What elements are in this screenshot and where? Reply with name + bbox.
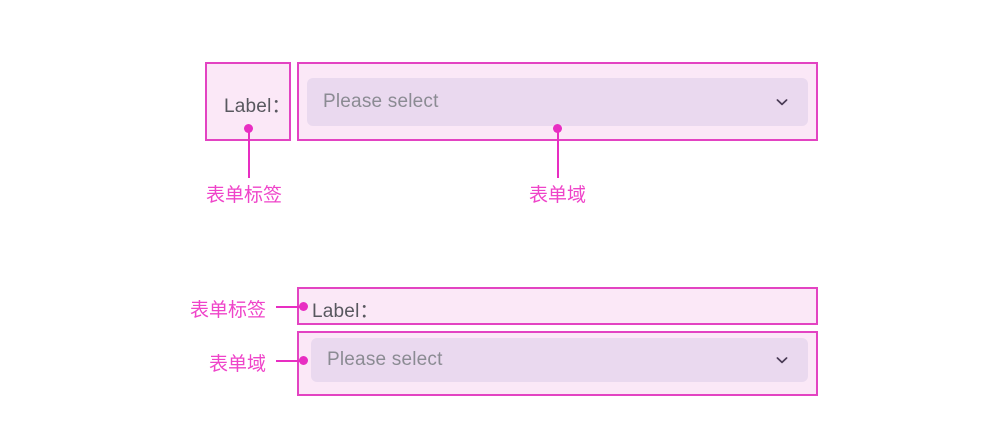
inline-field-callout-text: 表单域 bbox=[529, 184, 587, 206]
inline-label-callout-leader-line bbox=[248, 130, 250, 178]
stacked-form-select[interactable]: Please select bbox=[311, 338, 808, 382]
inline-field-callout-anchor-dot bbox=[553, 124, 562, 133]
inline-label-callout-anchor-dot bbox=[244, 124, 253, 133]
stacked-label-callout-text: 表单标签 bbox=[190, 299, 267, 321]
stacked-field-callout-text: 表单域 bbox=[209, 353, 267, 375]
stacked-form-label-text: Label： bbox=[312, 301, 379, 322]
stacked-form-select-placeholder: Please select bbox=[327, 349, 443, 370]
stacked-form-label-region bbox=[297, 287, 818, 325]
inline-form-select-placeholder: Please select bbox=[323, 91, 439, 112]
inline-field-callout-leader-line bbox=[557, 130, 559, 178]
stacked-field-callout-leader-line bbox=[276, 360, 304, 362]
inline-form-label-text: Label： bbox=[224, 96, 291, 117]
chevron-down-icon bbox=[774, 94, 790, 110]
inline-label-callout-text: 表单标签 bbox=[206, 184, 283, 206]
inline-form-select[interactable]: Please select bbox=[307, 78, 808, 126]
chevron-down-icon bbox=[774, 352, 790, 368]
stacked-label-callout-leader-line bbox=[276, 306, 304, 308]
